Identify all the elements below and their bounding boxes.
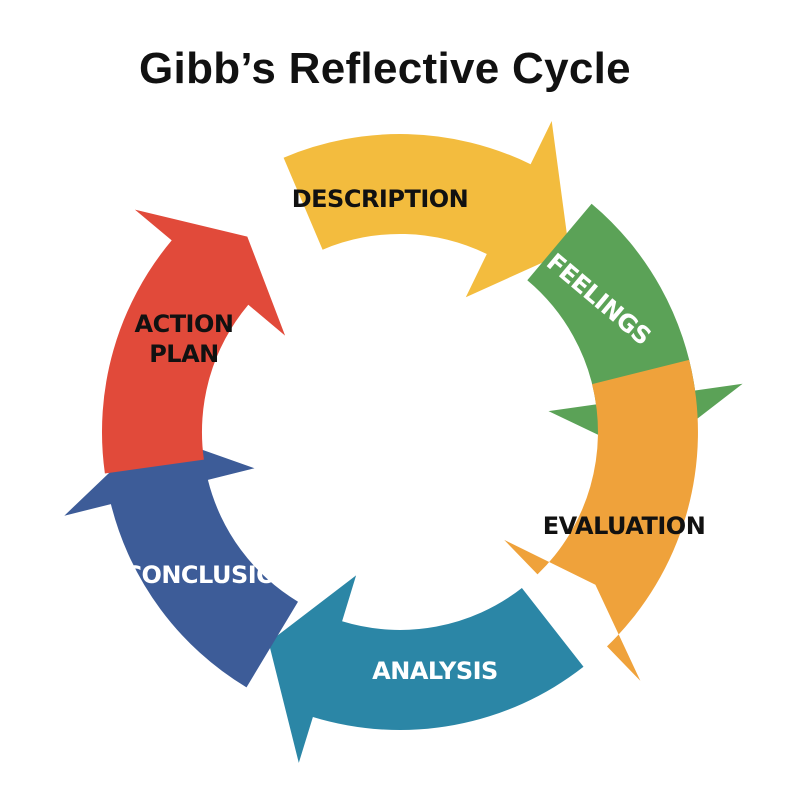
- stage-label-line: DESCRIPTION: [292, 185, 469, 213]
- stage-arrow-shape: [64, 432, 298, 688]
- stage-arrow-shape: [283, 121, 570, 298]
- stage-arrow-shape: [504, 359, 698, 681]
- stage-arrow-shape: [268, 575, 584, 763]
- stage-label-line: ACTION: [135, 310, 234, 338]
- stage-description-arrow: DESCRIPTION: [283, 121, 570, 298]
- stage-label: ANALYSIS: [372, 657, 498, 685]
- stage-label: DESCRIPTION: [292, 185, 469, 213]
- stage-label-line: EVALUATION: [543, 512, 706, 540]
- stage-label-line: PLAN: [149, 340, 219, 368]
- diagram-title: Gibb’s Reflective Cycle: [139, 44, 631, 93]
- stage-label: CONCLUSION: [124, 561, 295, 589]
- stage-analysis-arrow: ANALYSIS: [268, 575, 584, 763]
- stage-label-line: ANALYSIS: [372, 657, 498, 685]
- stage-conclusion-arrow: CONCLUSION: [64, 432, 298, 688]
- stage-label-line: CONCLUSION: [124, 561, 295, 589]
- stage-evaluation-arrow: EVALUATION: [504, 359, 706, 681]
- stage-label: EVALUATION: [543, 512, 706, 540]
- stage-arrow-shape: [101, 209, 286, 474]
